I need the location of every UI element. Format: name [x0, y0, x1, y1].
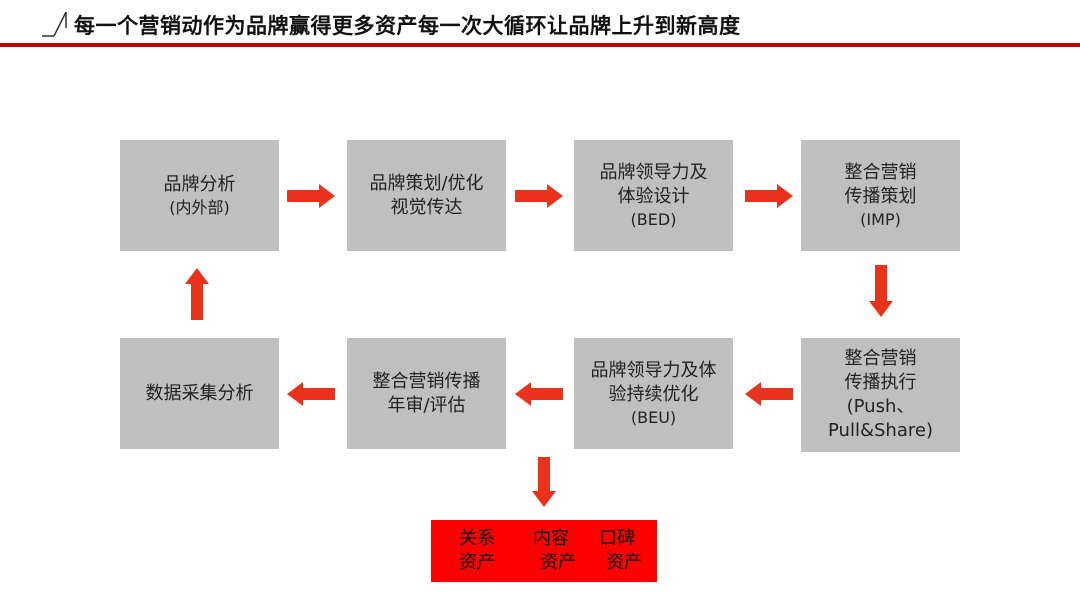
step-experience-optimization-line-1: 品牌领导力及体 [590, 359, 717, 381]
step-experience-design-line-1: 品牌领导力及 [599, 161, 708, 183]
asset-content-top: 内容 [533, 528, 569, 549]
step-imc-review-line-1: 整合营销传播 [372, 370, 481, 392]
step-imc-review: 整合营销传播 年审/评估 [347, 338, 506, 449]
step-data-collection: 数据采集分析 [120, 338, 279, 449]
arrow-up-1 [185, 268, 209, 320]
step-imc-execution: 整合营销 传播执行 (Push、 Pull&Share) [801, 338, 960, 452]
brand-assets-result: 关系 资产 内容 资产 口碑 资产 [431, 520, 657, 582]
arrow-right-1 [287, 184, 335, 208]
title-corner-mark [42, 11, 67, 37]
arrow-right-3 [745, 184, 793, 208]
arrow-left-1 [745, 382, 793, 406]
step-brand-analysis: 品牌分析 (内外部) [120, 140, 279, 251]
arrow-left-2 [515, 382, 563, 406]
asset-relationship-bottom: 资产 [459, 552, 495, 573]
step-experience-optimization-line-3: (BEU) [630, 407, 677, 427]
step-brand-planning-line-1: 品牌策划/优化 [369, 172, 484, 194]
arrow-left-3 [287, 382, 335, 406]
asset-content: 内容 资产 [523, 527, 579, 575]
title-underline [0, 43, 1080, 47]
step-data-collection-line-1: 数据采集分析 [145, 382, 254, 404]
step-imc-execution-line-1: 整合营销 [844, 348, 917, 369]
step-brand-analysis-line-1: 品牌分析 [163, 173, 236, 195]
asset-reputation-bottom: 资产 [606, 552, 642, 573]
step-imc-planning-line-1: 整合营销 [844, 161, 917, 183]
arrow-down-1 [869, 265, 893, 317]
arrow-right-2 [515, 184, 563, 208]
asset-relationship-top: 关系 [459, 528, 495, 549]
step-imc-execution-line-4: Pull&Share) [828, 420, 933, 441]
page-title: 每一个营销动作为品牌赢得更多资产每一次大循环让品牌上升到新高度 [74, 14, 741, 38]
step-imc-planning-line-3: (IMP) [860, 209, 901, 229]
step-experience-optimization-line-2: 验持续优化 [608, 383, 699, 405]
asset-reputation: 口碑 资产 [589, 527, 645, 575]
step-imc-execution-line-3: (Push、 [846, 396, 915, 417]
step-experience-design-line-2: 体验设计 [617, 185, 690, 207]
step-brand-analysis-line-2: (内外部) [169, 197, 230, 217]
step-experience-design: 品牌领导力及 体验设计 (BED) [574, 140, 733, 251]
step-imc-execution-line-2: 传播执行 [844, 372, 917, 393]
asset-relationship: 关系 资产 [449, 527, 505, 575]
step-brand-planning-line-2: 视觉传达 [390, 196, 463, 218]
step-imc-review-line-2: 年审/评估 [387, 394, 466, 416]
step-experience-design-line-3: (BED) [630, 209, 677, 229]
step-imc-planning-line-2: 传播策划 [844, 185, 917, 207]
step-experience-optimization: 品牌领导力及体 验持续优化 (BEU) [574, 338, 733, 449]
asset-reputation-top: 口碑 [599, 528, 635, 549]
step-imc-planning: 整合营销 传播策划 (IMP) [801, 140, 960, 251]
arrow-down-result [532, 457, 556, 507]
step-brand-planning: 品牌策划/优化 视觉传达 [347, 140, 506, 251]
asset-content-bottom: 资产 [540, 552, 576, 573]
